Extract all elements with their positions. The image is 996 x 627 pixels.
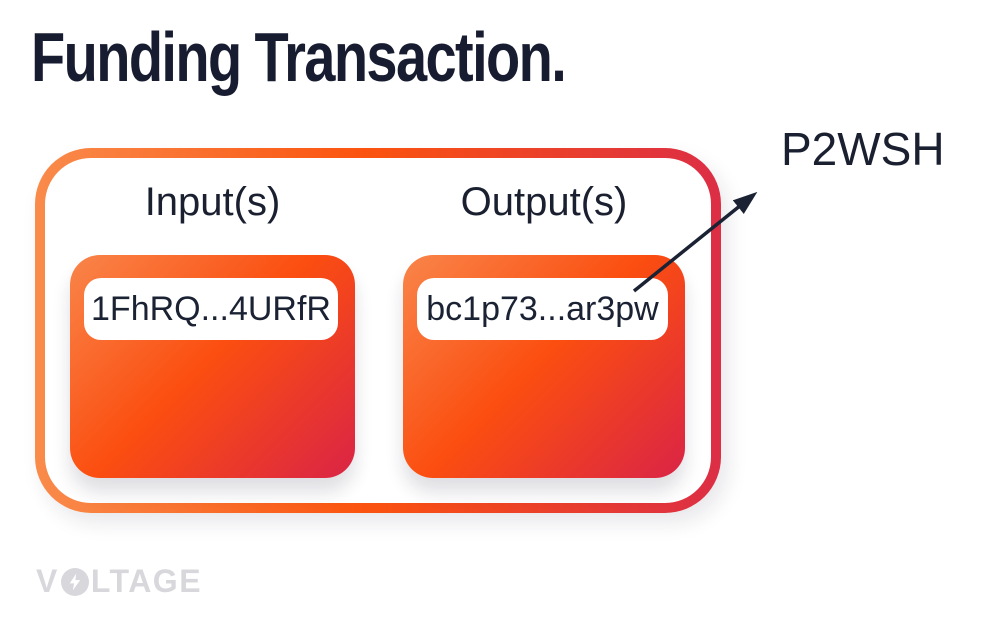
inputs-heading: Input(s) <box>144 180 281 224</box>
output-address-pill: bc1p73...ar3pw <box>417 278 668 340</box>
page-title: Funding Transaction. <box>31 18 567 96</box>
logo-letters-ltage: LTAGE <box>90 563 203 599</box>
outputs-heading: Output(s) <box>460 180 628 224</box>
lightning-bolt-icon <box>60 567 89 596</box>
input-box: 1FhRQ...4URfR <box>70 255 355 478</box>
p2wsh-label: P2WSH <box>781 123 945 175</box>
output-box: bc1p73...ar3pw <box>403 255 685 478</box>
input-address-pill: 1FhRQ...4URfR <box>84 278 338 340</box>
voltage-logo: V LTAGE <box>36 563 202 600</box>
transaction-frame-inner: Input(s) Output(s) 1FhRQ...4URfR bc1p73.… <box>45 158 711 503</box>
logo-letter-v: V <box>36 563 59 599</box>
transaction-frame: Input(s) Output(s) 1FhRQ...4URfR bc1p73.… <box>35 148 721 513</box>
